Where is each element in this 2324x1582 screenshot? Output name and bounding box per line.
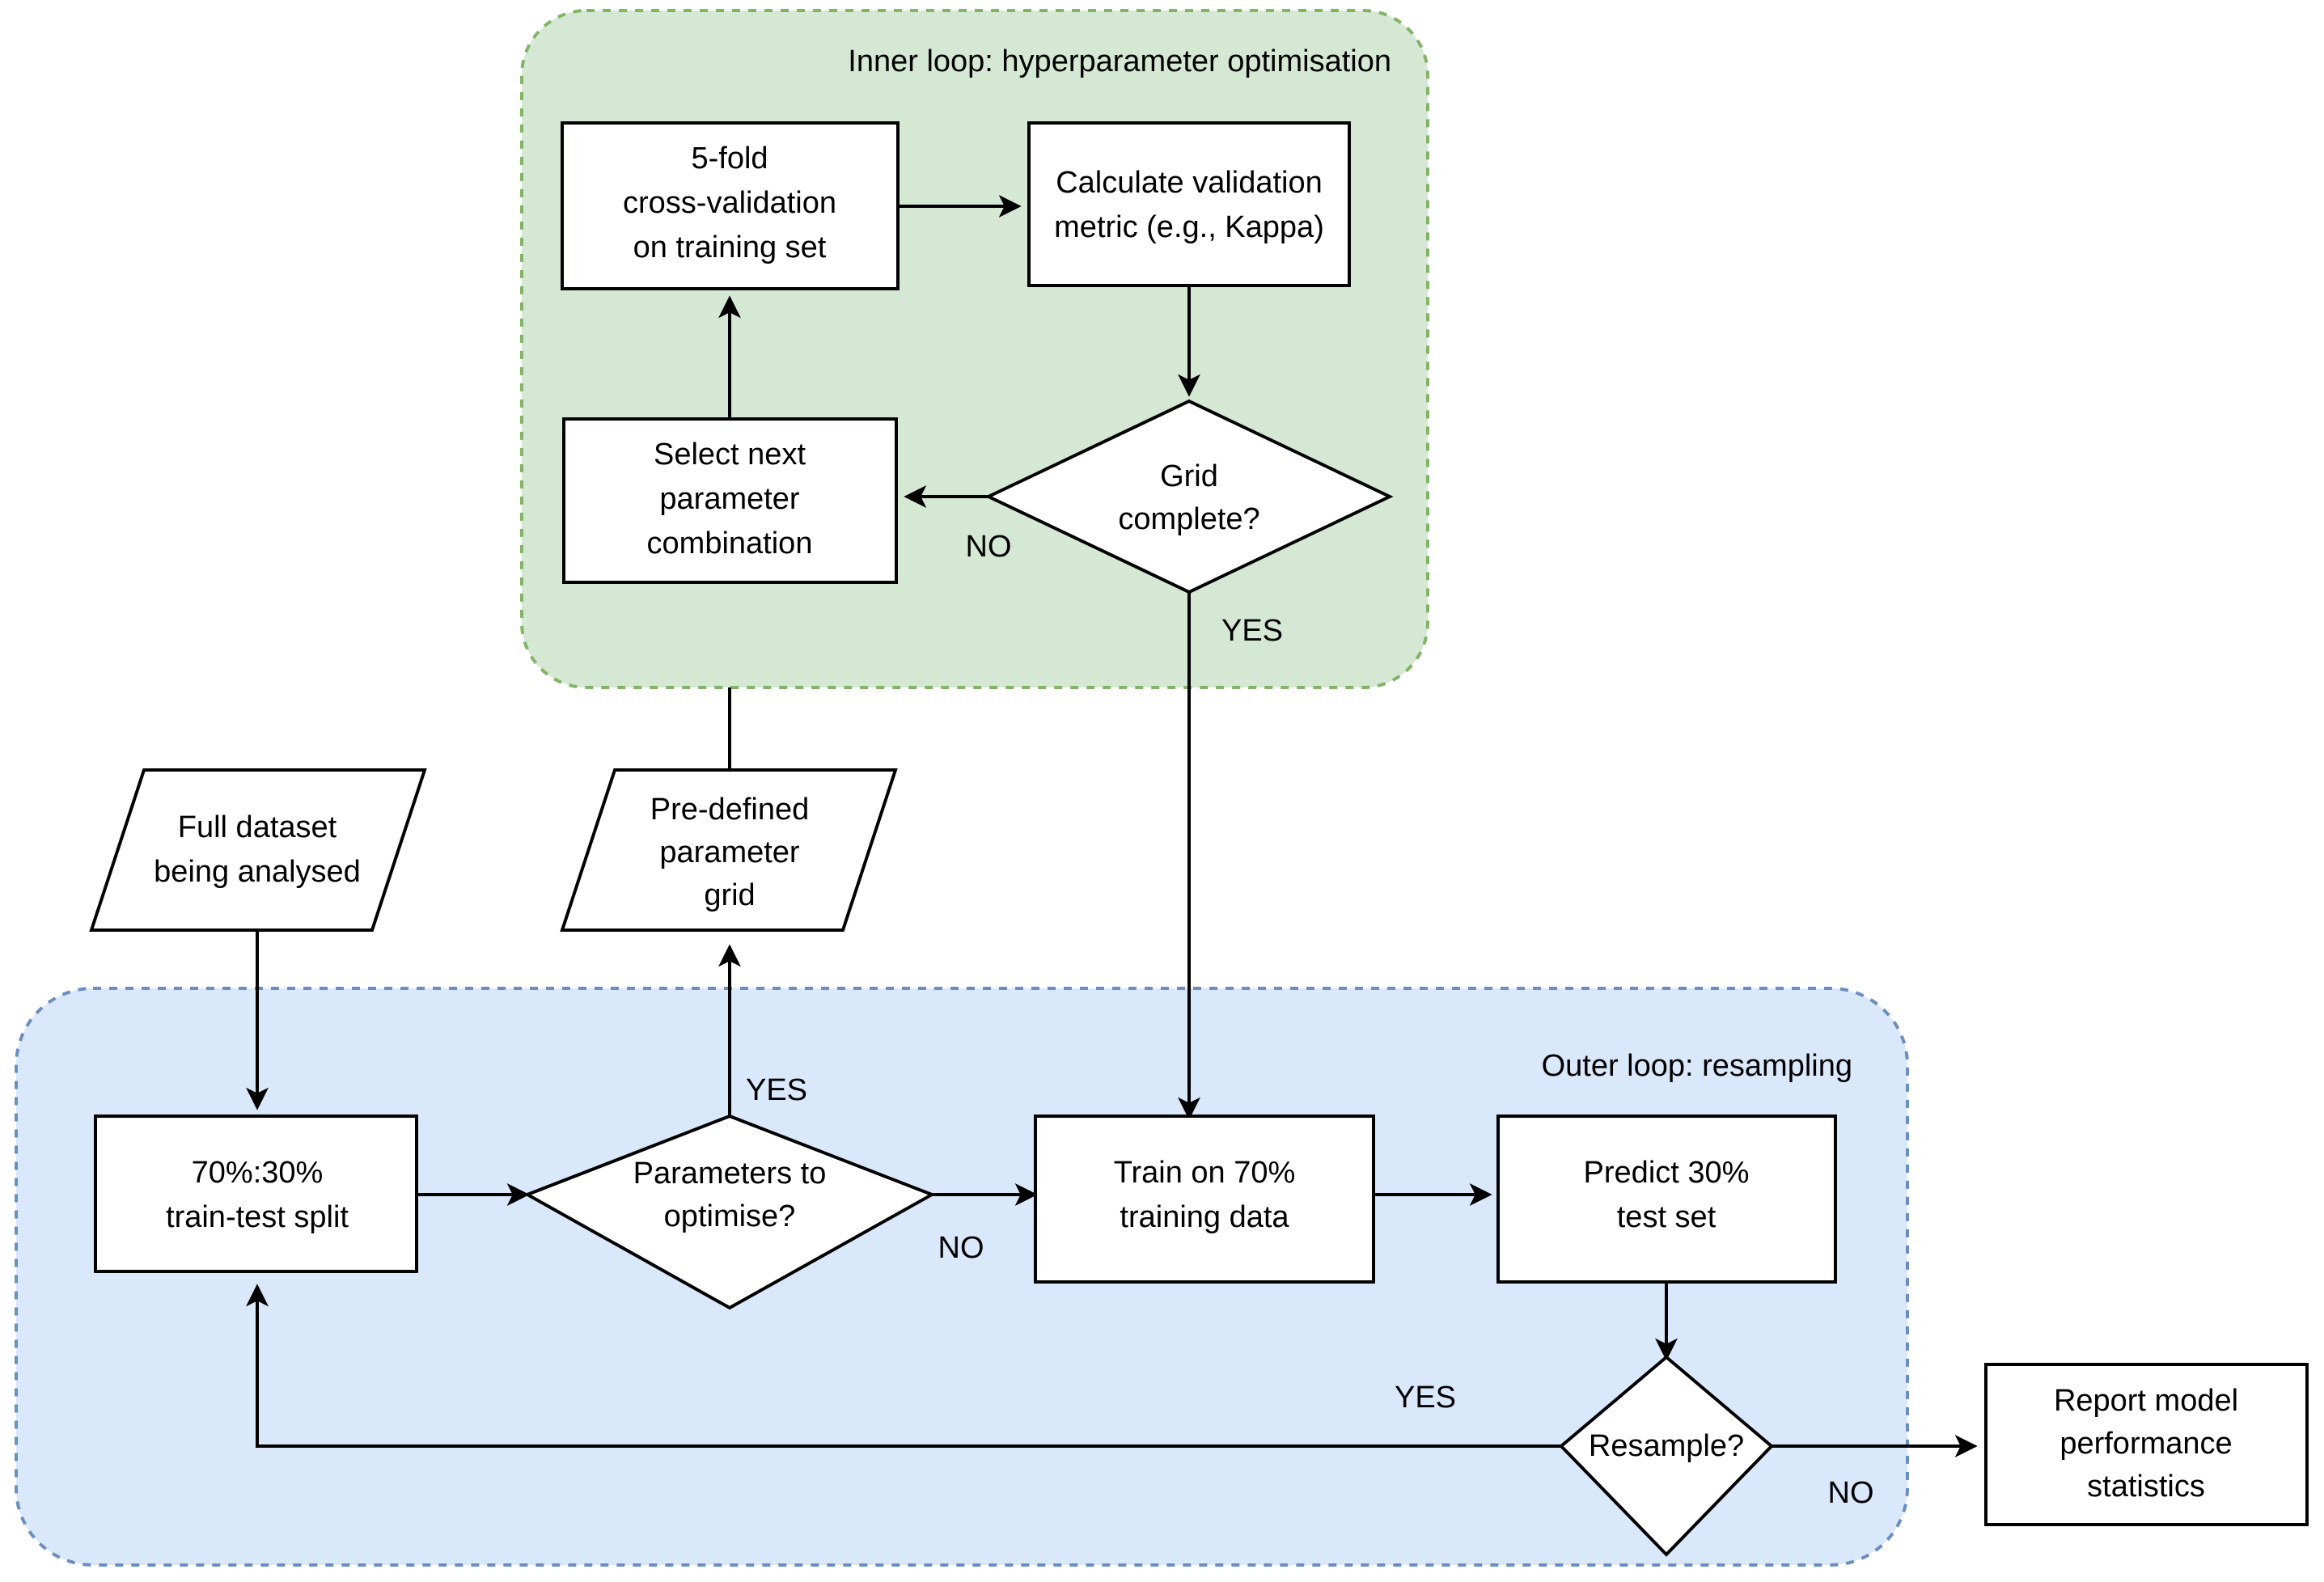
node-train-model-line2: training data	[1120, 1200, 1289, 1234]
node-parameters-to-optimise-line2: optimise?	[664, 1199, 796, 1233]
edge-label-params-no: NO	[938, 1231, 984, 1265]
node-train-test-split-line2: train-test split	[166, 1200, 349, 1234]
node-report-statistics-line3: statistics	[2087, 1470, 2205, 1504]
node-cross-validation[interactable]: 5-fold cross-validation on training set	[561, 121, 900, 290]
node-train-model-box	[1034, 1115, 1375, 1284]
outer-loop-container	[15, 987, 1909, 1567]
node-parameter-grid-line2: parameter	[659, 835, 800, 869]
node-predict-test-set-line1: Predict 30%	[1584, 1156, 1750, 1190]
node-parameter-grid[interactable]: Pre-defined parameter grid	[560, 768, 898, 932]
node-select-next-parameter-box	[562, 417, 898, 584]
node-grid-complete-diamond	[984, 399, 1394, 594]
node-predict-test-set[interactable]: Predict 30% test set	[1496, 1115, 1837, 1284]
edge-label-resample-no: NO	[1828, 1476, 1874, 1510]
edge-resample-yes-to-split	[246, 1284, 1561, 1448]
inner-loop-group: Inner loop: hyperparameter optimisation	[520, 9, 1429, 689]
edge-label-params-yes: YES	[746, 1073, 807, 1107]
node-report-statistics-box	[1984, 1363, 2309, 1526]
node-resample-diamond	[1559, 1355, 1774, 1557]
node-full-dataset-line1: Full dataset	[178, 810, 337, 844]
node-predict-test-set-line2: test set	[1617, 1200, 1717, 1234]
node-select-next-parameter-line3: combination	[647, 527, 813, 560]
node-calculate-metric-line2: metric (e.g., Kappa)	[1054, 210, 1324, 244]
node-select-next-parameter-line2: parameter	[659, 482, 800, 516]
node-full-dataset-parallelogram	[89, 768, 427, 932]
edge-label-resample-yes: YES	[1395, 1381, 1456, 1415]
node-grid-complete-line1: Grid	[1160, 459, 1218, 493]
node-parameter-grid-line1: Pre-defined	[650, 793, 809, 827]
node-calculate-metric[interactable]: Calculate validation metric (e.g., Kappa…	[1027, 121, 1351, 287]
node-report-statistics-line1: Report model	[2054, 1384, 2238, 1418]
inner-loop-container	[520, 9, 1429, 689]
node-select-next-parameter-line1: Select next	[654, 438, 806, 472]
node-train-model[interactable]: Train on 70% training data	[1034, 1115, 1375, 1284]
node-parameters-to-optimise-diamond	[523, 1114, 936, 1310]
outer-loop-group: Outer loop: resampling	[15, 987, 1909, 1567]
node-resample[interactable]: Resample?	[1559, 1355, 1774, 1557]
node-cross-validation-line1: 5-fold	[691, 142, 768, 176]
node-cross-validation-line2: cross-validation	[623, 186, 836, 220]
node-report-statistics[interactable]: Report model performance statistics	[1984, 1363, 2309, 1526]
node-calculate-metric-line1: Calculate validation	[1056, 166, 1323, 200]
node-grid-complete-line2: complete?	[1118, 502, 1259, 536]
node-report-statistics-line2: performance	[2059, 1427, 2232, 1461]
node-train-test-split-box	[94, 1115, 418, 1273]
node-cross-validation-line3: on training set	[633, 231, 827, 264]
node-predict-test-set-box	[1496, 1115, 1837, 1284]
node-train-test-split-line1: 70%:30%	[192, 1156, 324, 1190]
node-parameters-to-optimise[interactable]: Parameters to optimise?	[523, 1114, 936, 1310]
edge-label-grid-yes: YES	[1221, 614, 1283, 648]
node-full-dataset[interactable]: Full dataset being analysed	[89, 768, 427, 932]
node-calculate-metric-box	[1027, 121, 1351, 287]
node-resample-label: Resample?	[1589, 1429, 1744, 1463]
node-train-model-line1: Train on 70%	[1114, 1156, 1296, 1190]
node-cross-validation-box	[561, 121, 900, 290]
node-grid-complete[interactable]: Grid complete?	[984, 399, 1394, 594]
outer-loop-label: Outer loop: resampling	[1542, 1049, 1852, 1083]
node-select-next-parameter[interactable]: Select next parameter combination	[562, 417, 898, 584]
node-parameter-grid-parallelogram	[560, 768, 898, 932]
node-train-test-split[interactable]: 70%:30% train-test split	[94, 1115, 418, 1273]
node-parameter-grid-line3: grid	[704, 878, 755, 912]
node-parameters-to-optimise-line1: Parameters to	[633, 1157, 827, 1191]
edge-label-grid-no: NO	[966, 530, 1012, 564]
inner-loop-label: Inner loop: hyperparameter optimisation	[848, 44, 1391, 78]
node-full-dataset-line2: being analysed	[154, 855, 361, 889]
